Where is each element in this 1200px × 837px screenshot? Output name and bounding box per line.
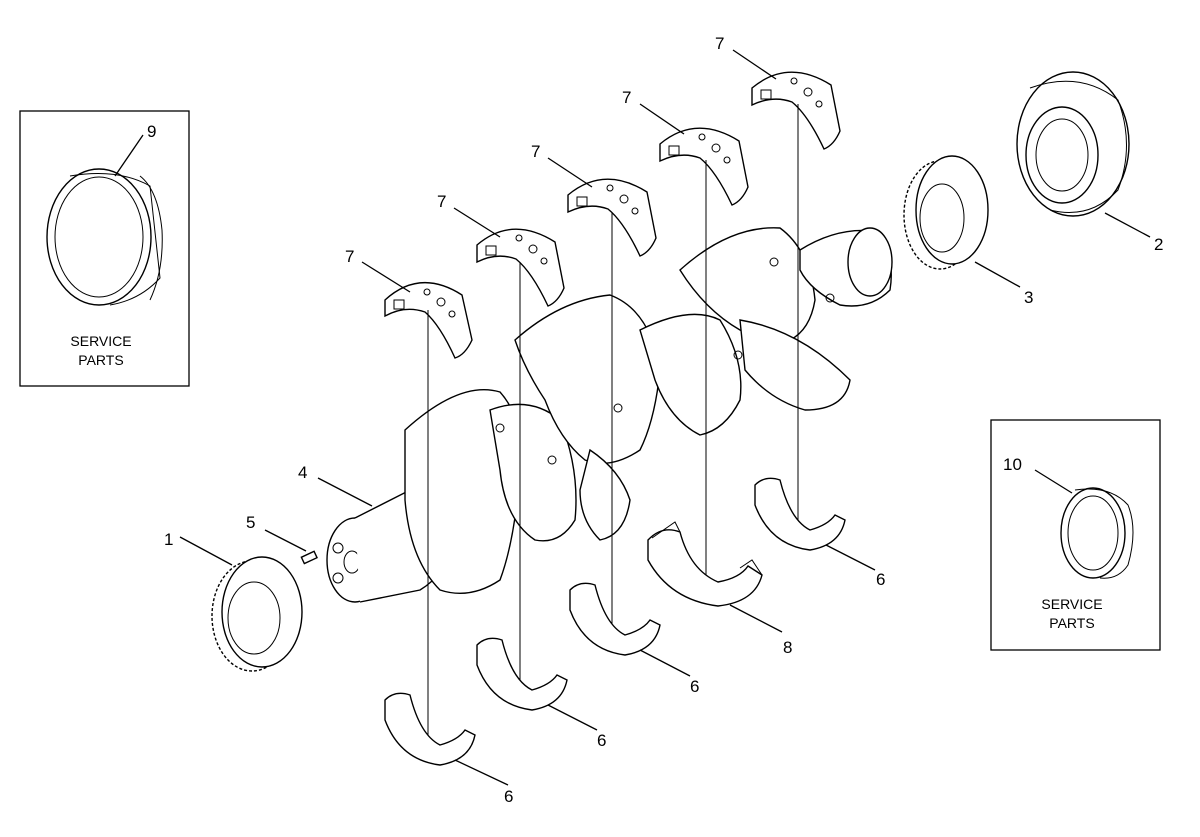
service-label-right-2: PARTS — [1049, 615, 1094, 631]
thrust-shell-8 — [647, 521, 763, 607]
callout-9: 9 — [147, 122, 156, 141]
lower-shell-5 — [754, 477, 846, 551]
callout-6-a: 6 — [504, 787, 513, 806]
callout-1: 1 — [164, 530, 173, 549]
assembly-center-lines — [427, 104, 799, 750]
upper-bearing-shells — [384, 71, 841, 359]
callout-10: 10 — [1003, 455, 1022, 474]
lower-shell-1 — [384, 692, 476, 766]
callout-8: 8 — [783, 638, 792, 657]
dowel-pin — [300, 550, 318, 565]
upper-shell-1 — [384, 282, 473, 359]
rear-timing-gear — [903, 155, 989, 270]
lower-shell-3 — [569, 582, 661, 656]
callout-2: 2 — [1154, 235, 1163, 254]
service-label-right-1: SERVICE — [1041, 596, 1102, 612]
service-parts-box-left: 9 SERVICE PARTS — [19, 110, 190, 387]
upper-shell-5 — [751, 71, 841, 150]
upper-shell-3 — [567, 178, 657, 257]
callout-4: 4 — [298, 463, 307, 482]
upper-shell-4 — [659, 127, 749, 206]
lower-shell-2 — [476, 637, 568, 711]
service-label-left-1: SERVICE — [70, 333, 131, 349]
callout-7-a: 7 — [345, 247, 354, 266]
callout-6-d: 6 — [876, 570, 885, 589]
lower-bearing-shells — [384, 477, 846, 766]
thrust-ring-10 — [1060, 487, 1134, 579]
thrust-ring-9 — [46, 168, 163, 306]
callout-3: 3 — [1024, 288, 1033, 307]
callout-7-c: 7 — [531, 142, 540, 161]
callout-6-c: 6 — [690, 677, 699, 696]
callout-7-b: 7 — [437, 192, 446, 211]
upper-shell-2 — [476, 228, 565, 307]
rear-seal-ring — [1016, 71, 1130, 217]
service-parts-box-right: 10 SERVICE PARTS — [990, 419, 1161, 651]
callout-7-e: 7 — [715, 34, 724, 53]
callout-7-d: 7 — [622, 88, 631, 107]
service-label-left-2: PARTS — [78, 352, 123, 368]
front-timing-gear — [211, 556, 303, 672]
callout-6-b: 6 — [597, 731, 606, 750]
callout-5: 5 — [246, 513, 255, 532]
